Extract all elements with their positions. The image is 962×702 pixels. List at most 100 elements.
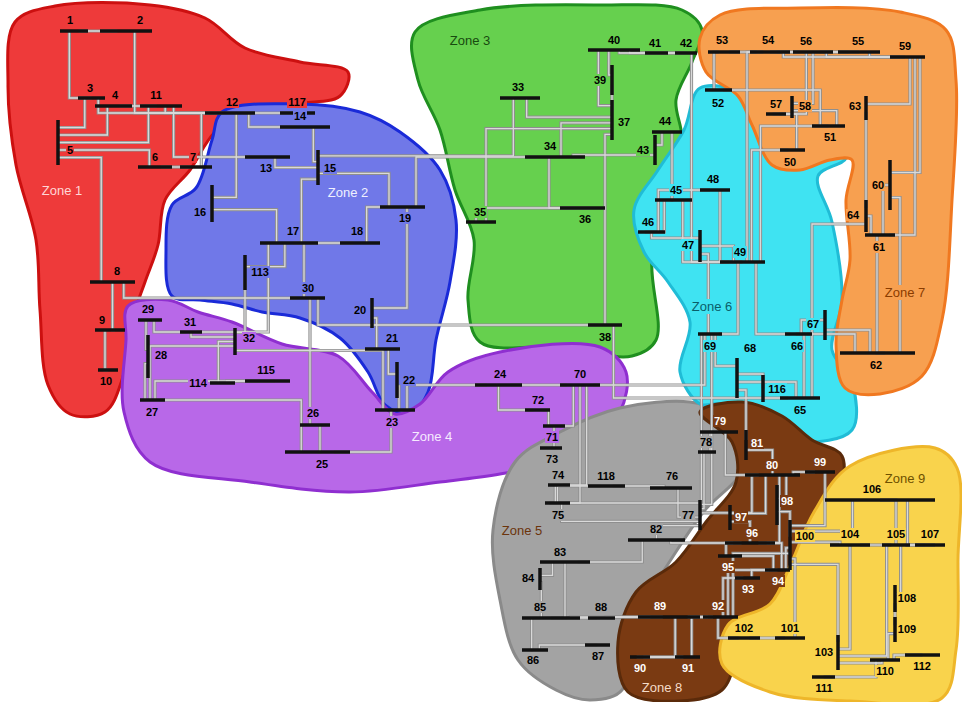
bus-bar bbox=[735, 576, 760, 580]
bus-number: 19 bbox=[398, 212, 412, 224]
bus-bar bbox=[825, 498, 935, 502]
bus-number: 100 bbox=[795, 530, 815, 542]
bus-number: 74 bbox=[551, 469, 565, 481]
bus-bar bbox=[864, 200, 868, 232]
transmission-line bbox=[812, 224, 866, 398]
bus-bar bbox=[870, 658, 900, 662]
transmission-line bbox=[700, 475, 752, 513]
transmission-line bbox=[113, 282, 116, 330]
bus-number: 1 bbox=[66, 14, 74, 26]
transmission-line bbox=[249, 113, 297, 127]
bus-number: 8 bbox=[113, 265, 121, 277]
transmission-line bbox=[812, 224, 866, 398]
transmission-line bbox=[758, 475, 779, 543]
bus-number: 81 bbox=[750, 437, 764, 449]
transmission-line bbox=[212, 113, 236, 197]
zone-shape bbox=[634, 85, 857, 442]
bus-number: 3 bbox=[86, 82, 94, 94]
transmission-line bbox=[826, 52, 900, 57]
bus-number: 40 bbox=[607, 34, 621, 46]
bus-number: 93 bbox=[741, 583, 755, 595]
transmission-line bbox=[700, 254, 708, 334]
transmission-line bbox=[563, 385, 587, 485]
bus-bar bbox=[588, 48, 640, 52]
bus-bar bbox=[60, 29, 88, 33]
transmission-line bbox=[318, 298, 597, 325]
transmission-line bbox=[160, 400, 301, 452]
bus-bar bbox=[735, 358, 739, 398]
bus-number: 67 bbox=[806, 318, 820, 330]
bus-number: 76 bbox=[665, 470, 679, 482]
bus-bar bbox=[545, 501, 570, 505]
transmission-line bbox=[734, 556, 773, 570]
transmission-line bbox=[318, 98, 513, 156]
bus-bar bbox=[788, 520, 792, 570]
bus-bar bbox=[525, 155, 585, 159]
transmission-line bbox=[737, 374, 763, 389]
transmission-line bbox=[212, 113, 236, 197]
bus-bar bbox=[522, 616, 580, 620]
transmission-line bbox=[767, 543, 782, 570]
bus-number: 117 bbox=[287, 96, 307, 108]
transmission-line bbox=[792, 111, 837, 126]
transmission-line bbox=[218, 342, 235, 384]
bus-number: 53 bbox=[715, 34, 729, 46]
bus-bar bbox=[140, 104, 182, 108]
transmission-line bbox=[807, 334, 855, 353]
transmission-line bbox=[824, 660, 877, 677]
transmission-line bbox=[549, 157, 590, 208]
bus-number: 75 bbox=[551, 509, 565, 521]
transmission-line bbox=[605, 134, 612, 325]
bus-bar bbox=[380, 205, 425, 209]
bus-number: 52 bbox=[711, 97, 725, 109]
bus-bar bbox=[375, 408, 415, 412]
bus-number: 43 bbox=[636, 144, 650, 156]
transmission-line bbox=[865, 112, 866, 208]
transmission-line bbox=[124, 282, 297, 298]
bus-number: 78 bbox=[699, 436, 713, 448]
transmission-line bbox=[792, 111, 837, 126]
transmission-line bbox=[58, 106, 107, 135]
transmission-line bbox=[58, 158, 101, 283]
transmission-line bbox=[154, 320, 186, 332]
bus-number: 96 bbox=[745, 527, 759, 539]
bus-bar bbox=[645, 51, 668, 55]
bus-number: 28 bbox=[154, 349, 168, 361]
transmission-line bbox=[58, 98, 85, 128]
transmission-line bbox=[174, 106, 260, 157]
transmission-line bbox=[558, 486, 601, 503]
bus-number: 83 bbox=[553, 546, 567, 558]
transmission-line bbox=[542, 410, 549, 426]
transmission-line bbox=[737, 374, 763, 389]
transmission-line bbox=[714, 52, 719, 90]
bus-bar bbox=[698, 332, 722, 336]
bus-bar bbox=[864, 96, 868, 120]
transmission-line bbox=[201, 113, 230, 167]
bus-bar bbox=[260, 241, 318, 245]
bus-bar bbox=[888, 160, 892, 210]
bus-number: 10 bbox=[99, 375, 113, 387]
transmission-line bbox=[730, 475, 766, 513]
bus-bar bbox=[745, 473, 800, 477]
bus-number: 22 bbox=[402, 374, 416, 386]
bus-number: 61 bbox=[872, 241, 886, 253]
transmission-line bbox=[719, 262, 738, 334]
bus-number: 54 bbox=[761, 34, 775, 46]
bus-bar bbox=[588, 484, 625, 488]
bus-bar bbox=[836, 635, 840, 670]
transmission-line bbox=[866, 57, 910, 104]
bus-number: 65 bbox=[793, 404, 807, 416]
transmission-line bbox=[105, 330, 108, 370]
bus-bar bbox=[638, 615, 700, 619]
bus-number: 46 bbox=[641, 216, 655, 228]
bus-bar bbox=[243, 255, 247, 290]
bus-number: 26 bbox=[306, 407, 320, 419]
bus-bar bbox=[210, 381, 235, 385]
transmission-line bbox=[416, 157, 537, 207]
transmission-line bbox=[714, 52, 719, 90]
transmission-line bbox=[792, 52, 813, 103]
transmission-line bbox=[719, 262, 738, 334]
bus-number: 62 bbox=[869, 359, 883, 371]
bus-bar bbox=[100, 29, 152, 33]
bus-number: 113 bbox=[250, 266, 270, 278]
